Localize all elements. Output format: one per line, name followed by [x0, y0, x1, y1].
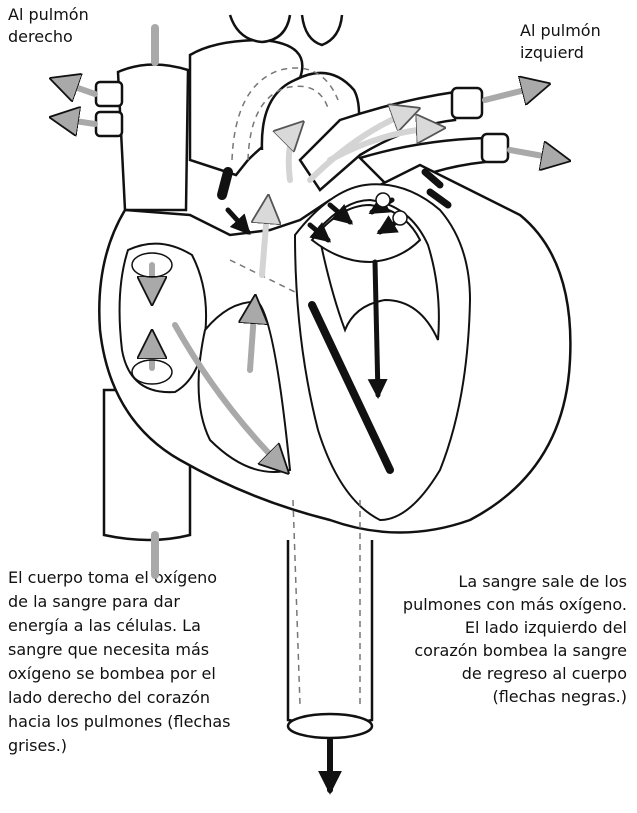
gray-arrow-left-lung-2	[510, 150, 565, 160]
black-arrow-to-aorta	[228, 210, 248, 232]
black-arrow-stub-1	[222, 172, 228, 195]
gray-arrow-right-lung-1	[55, 80, 95, 94]
black-arrow-lv-down	[375, 262, 378, 395]
gray-arrow-left-lung-1	[485, 85, 545, 100]
gray-arrow-right-lung-2	[55, 118, 95, 124]
